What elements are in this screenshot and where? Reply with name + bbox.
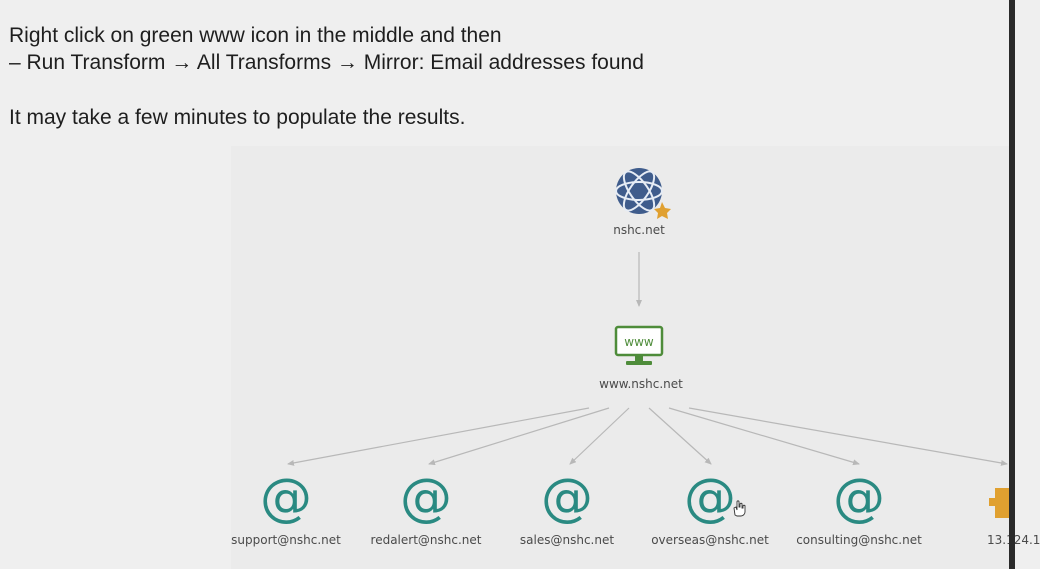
at-icon: @ [541, 468, 593, 528]
instruction-line-1: Right click on green www icon in the mid… [9, 24, 502, 47]
instructions: Right click on green www icon in the mid… [9, 22, 644, 131]
edge-website-to-support [287, 407, 590, 466]
at-icon: @ [260, 468, 312, 528]
email-node-label: overseas@nshc.net [651, 533, 769, 547]
website-node-label: www.nshc.net [599, 377, 683, 391]
hand-cursor-icon [733, 500, 746, 517]
at-icon: @ [400, 468, 452, 528]
email-node-label: support@nshc.net [231, 533, 341, 547]
spacer [9, 76, 644, 104]
graph-edges [287, 252, 1008, 466]
at-icon: @ [684, 468, 736, 528]
at-icon: @ [833, 468, 885, 528]
window-edge [1009, 0, 1015, 569]
graph-canvas[interactable]: nshc.net www www.nshc.net @ support@nshc… [231, 146, 1040, 569]
instruction-line-3: It may take a few minutes to populate th… [9, 106, 466, 129]
edge-website-to-overseas [648, 407, 712, 465]
edge-website-to-redalert [428, 407, 610, 466]
edge-website-to-sales [569, 407, 630, 465]
edge-website-to-consulting [668, 407, 860, 466]
edge-website-to-ip [688, 407, 1008, 466]
email-node-label: consulting@nshc.net [796, 533, 922, 547]
email-node-label: sales@nshc.net [519, 533, 615, 547]
instruction-line-2: – Run Transform → All Transforms → Mirro… [9, 51, 644, 74]
domain-node-label: nshc.net [613, 223, 665, 237]
ip-address-icon [989, 488, 1009, 518]
website-monitor-icon: www [614, 325, 664, 365]
website-icon-text: www [624, 335, 654, 349]
email-node-label: redalert@nshc.net [370, 533, 482, 547]
globe-icon [615, 168, 671, 219]
